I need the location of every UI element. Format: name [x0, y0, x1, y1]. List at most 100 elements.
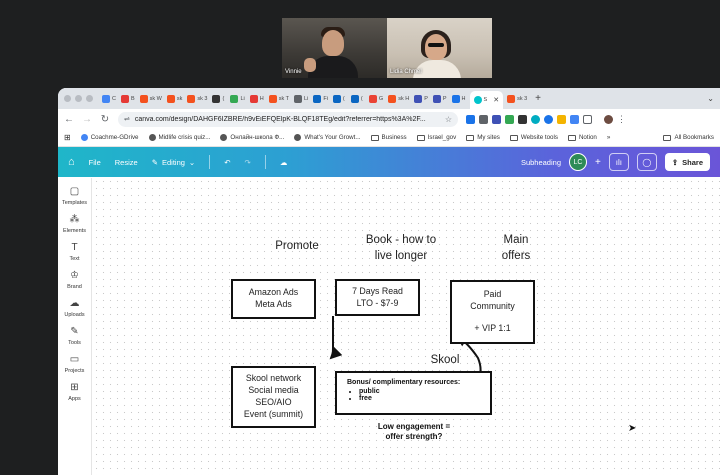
- extension-icon[interactable]: [505, 114, 514, 124]
- chevron-down-icon[interactable]: ⌄: [707, 94, 714, 103]
- extension-icon[interactable]: [570, 114, 579, 124]
- bookmark-item[interactable]: Midlife crisis quiz...: [148, 134, 210, 141]
- tab[interactable]: sk W: [138, 91, 164, 106]
- extension-icon[interactable]: [479, 114, 488, 124]
- editing-menu[interactable]: ✎ Editing ⌄: [152, 158, 196, 167]
- close-icon[interactable]: ✕: [493, 97, 500, 104]
- bookmark-item[interactable]: My sites: [466, 134, 500, 141]
- extension-icon[interactable]: [583, 114, 592, 124]
- tab[interactable]: (: [210, 91, 227, 106]
- site-info-icon[interactable]: ⇌: [124, 116, 130, 123]
- rail-item-label: Tools: [68, 340, 81, 346]
- tab[interactable]: sk: [165, 91, 185, 106]
- add-collaborator-icon[interactable]: +: [595, 156, 601, 168]
- tab-label: H: [259, 95, 264, 102]
- all-bookmarks[interactable]: All Bookmarks: [663, 134, 714, 141]
- resources-box[interactable]: Bonus/ complimentary resources: public f…: [335, 371, 492, 415]
- tab[interactable]: (: [349, 91, 366, 106]
- canva-toolbar: ⌂ File Resize ✎ Editing ⌄ ↶ ↷ ☁ Subheadi…: [58, 147, 720, 177]
- design-canvas[interactable]: Promote Book - how to live longer Main o…: [93, 178, 720, 475]
- design-title[interactable]: Subheading: [520, 157, 561, 167]
- extension-icon[interactable]: [531, 114, 540, 124]
- cloud-saved-icon[interactable]: ☁: [279, 157, 288, 167]
- bookmark-item[interactable]: Website tools: [509, 134, 558, 141]
- bookmark-item[interactable]: Coachme-GDrive: [80, 134, 139, 141]
- redo-icon[interactable]: ↷: [244, 157, 251, 167]
- arrow-book-to-resources: [329, 316, 343, 360]
- tab[interactable]: H: [450, 91, 468, 106]
- more-bookmarks-button[interactable]: »: [606, 134, 611, 141]
- tab[interactable]: sk T: [267, 91, 291, 106]
- share-button[interactable]: ⇪ Share: [664, 153, 710, 171]
- tab-active[interactable]: S ✕: [469, 91, 504, 109]
- new-tab-button[interactable]: +: [535, 93, 542, 104]
- rail-item-uploads[interactable]: ☁Uploads: [58, 298, 92, 318]
- book-box[interactable]: 7 Days Read LTO - $7-9: [335, 279, 420, 316]
- home-icon[interactable]: ⌂: [68, 156, 75, 168]
- extension-icon[interactable]: [544, 114, 553, 124]
- tab[interactable]: Li: [292, 91, 310, 106]
- question-note: Low engagement = offer strength?: [359, 422, 469, 443]
- rail-item-brand[interactable]: ♔Brand: [58, 270, 92, 290]
- bookmark-item[interactable]: Notion: [567, 134, 597, 141]
- rail-item-projects[interactable]: ▭Projects: [58, 354, 92, 374]
- participant-tile[interactable]: Vinnie: [282, 18, 387, 78]
- rail-item-elements[interactable]: ⁂Elements: [58, 214, 92, 234]
- traffic-sources-box[interactable]: Skool network Social media SEO/AIO Event…: [231, 366, 316, 428]
- bookmark-item[interactable]: Business: [370, 134, 407, 141]
- forward-icon[interactable]: →: [82, 113, 92, 125]
- tab-label: Fi: [323, 95, 328, 102]
- file-menu[interactable]: File: [88, 157, 101, 167]
- tab[interactable]: sk 3: [185, 91, 209, 106]
- tab-label: sk 3: [197, 95, 208, 102]
- reload-icon[interactable]: ↻: [100, 113, 110, 125]
- offers-box[interactable]: Paid Community + VIP 1:1: [450, 280, 535, 344]
- avatar[interactable]: LC: [569, 153, 587, 171]
- window-controls[interactable]: [64, 95, 93, 102]
- bookmark-item[interactable]: Онлайн-школа Ф...: [220, 134, 284, 141]
- star-icon[interactable]: ☆: [444, 114, 452, 124]
- tab-label: (: [222, 95, 225, 102]
- tab[interactable]: sk H: [386, 91, 411, 106]
- extension-icon[interactable]: [466, 114, 475, 124]
- apps-grid-icon[interactable]: ⊞: [64, 133, 71, 142]
- extension-icon[interactable]: [492, 114, 501, 124]
- tab[interactable]: G: [367, 91, 385, 106]
- resources-list: public free: [347, 388, 480, 402]
- participant-tile[interactable]: Lidia Chmel: [387, 18, 492, 78]
- tab[interactable]: H: [248, 91, 266, 106]
- toolbar-right: Subheading LC + ılı ◯ ⇪ Share: [521, 153, 710, 171]
- box-line: Amazon Ads: [248, 287, 299, 298]
- tab[interactable]: P: [412, 91, 430, 106]
- ads-box[interactable]: Amazon Ads Meta Ads: [231, 279, 316, 319]
- extension-icon[interactable]: [518, 114, 527, 124]
- tab[interactable]: C: [100, 91, 118, 106]
- tab[interactable]: B: [119, 91, 137, 106]
- participant-name: Vinnie: [285, 69, 302, 75]
- divider: [264, 155, 266, 169]
- undo-icon[interactable]: ↶: [224, 157, 231, 167]
- resize-button[interactable]: Resize: [114, 157, 138, 167]
- tab[interactable]: sk 3: [505, 91, 529, 106]
- extension-icon[interactable]: [557, 114, 566, 124]
- rail-item-tools[interactable]: ✎Tools: [58, 326, 92, 346]
- bookmark-item[interactable]: What's Your Growt...: [294, 134, 361, 141]
- bookmark-item[interactable]: Israel_gov: [416, 134, 456, 141]
- box-line: Skool network: [245, 373, 302, 384]
- tab[interactable]: Fi: [311, 91, 330, 106]
- tab-favicon-icon: [294, 94, 303, 103]
- more-icon[interactable]: ⋮: [617, 113, 626, 124]
- back-icon[interactable]: ←: [64, 113, 74, 125]
- tab-favicon-icon: [187, 94, 196, 103]
- tab[interactable]: (: [331, 91, 348, 106]
- rail-item-apps[interactable]: ⊞Apps: [58, 382, 92, 402]
- insights-icon[interactable]: ılı: [608, 153, 629, 171]
- rail-item-templates[interactable]: ▢Templates: [58, 186, 92, 206]
- address-bar[interactable]: ⇌ canva.com/design/DAHGF6IZBRE/h9vEiEFQE…: [118, 111, 458, 127]
- tab[interactable]: Li: [228, 91, 246, 106]
- comment-icon[interactable]: ◯: [636, 153, 657, 171]
- profile-avatar[interactable]: [604, 114, 613, 124]
- tab[interactable]: P: [431, 91, 449, 106]
